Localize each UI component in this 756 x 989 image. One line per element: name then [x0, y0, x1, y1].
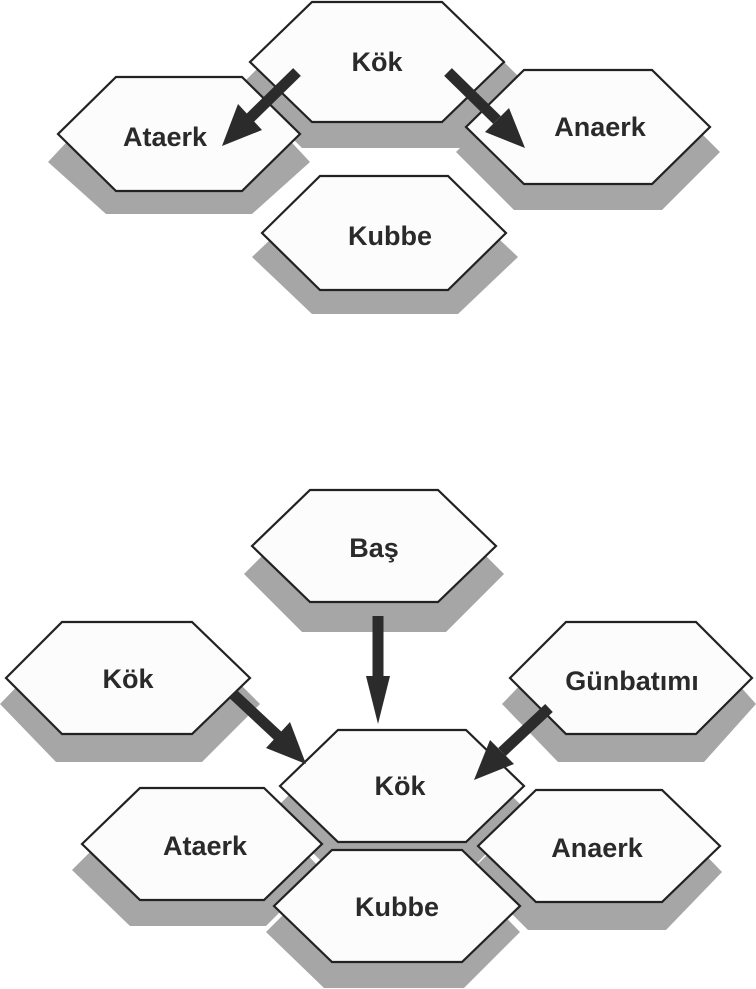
label-bottom-kubbe: Kubbe	[355, 892, 439, 922]
hex-bottom-ataerk	[80, 786, 324, 902]
label-bottom-anaerk: Anaerk	[551, 833, 644, 863]
hex-bottom-bas	[250, 488, 498, 604]
hex-top-anaerk	[464, 68, 712, 186]
label-top-ataerk: Ataerk	[123, 122, 208, 152]
arrow-top-kok-to-anaerk	[444, 68, 525, 148]
hex-top-kok	[248, 0, 506, 124]
label-top-kubbe: Kubbe	[348, 221, 432, 251]
arrow-bottom-kok-to-kok	[229, 689, 306, 764]
bottom-diagram: Baş Kök Günbatımı Kök Ataerk Anaerk Kubb…	[0, 488, 756, 988]
hex-top-kubbe	[260, 174, 508, 292]
hex-top-ataerk	[56, 75, 302, 193]
hex-bottom-kok-outer	[4, 620, 252, 736]
label-bottom-ataerk: Ataerk	[163, 831, 248, 861]
hex-bottom-kubbe	[272, 848, 522, 964]
arrow-top-kok-to-ataerk	[222, 68, 301, 146]
label-bottom-bas: Baş	[349, 533, 399, 563]
hex-bottom-kok-center	[278, 728, 526, 844]
arrow-bottom-bas-to-kok	[366, 616, 390, 724]
label-bottom-kok-center: Kök	[374, 771, 426, 801]
arrow-bottom-gunbatimi-to-kok	[474, 703, 553, 780]
label-bottom-kok-outer: Kök	[102, 664, 154, 694]
top-diagram: Kök Ataerk Anaerk Kubbe	[48, 0, 720, 314]
label-top-anaerk: Anaerk	[554, 112, 647, 142]
hex-bottom-gunbatimi	[508, 620, 754, 736]
hex-bottom-anaerk	[476, 788, 722, 904]
label-top-kok: Kök	[351, 47, 403, 77]
label-bottom-gunbatimi: Günbatımı	[565, 666, 699, 696]
